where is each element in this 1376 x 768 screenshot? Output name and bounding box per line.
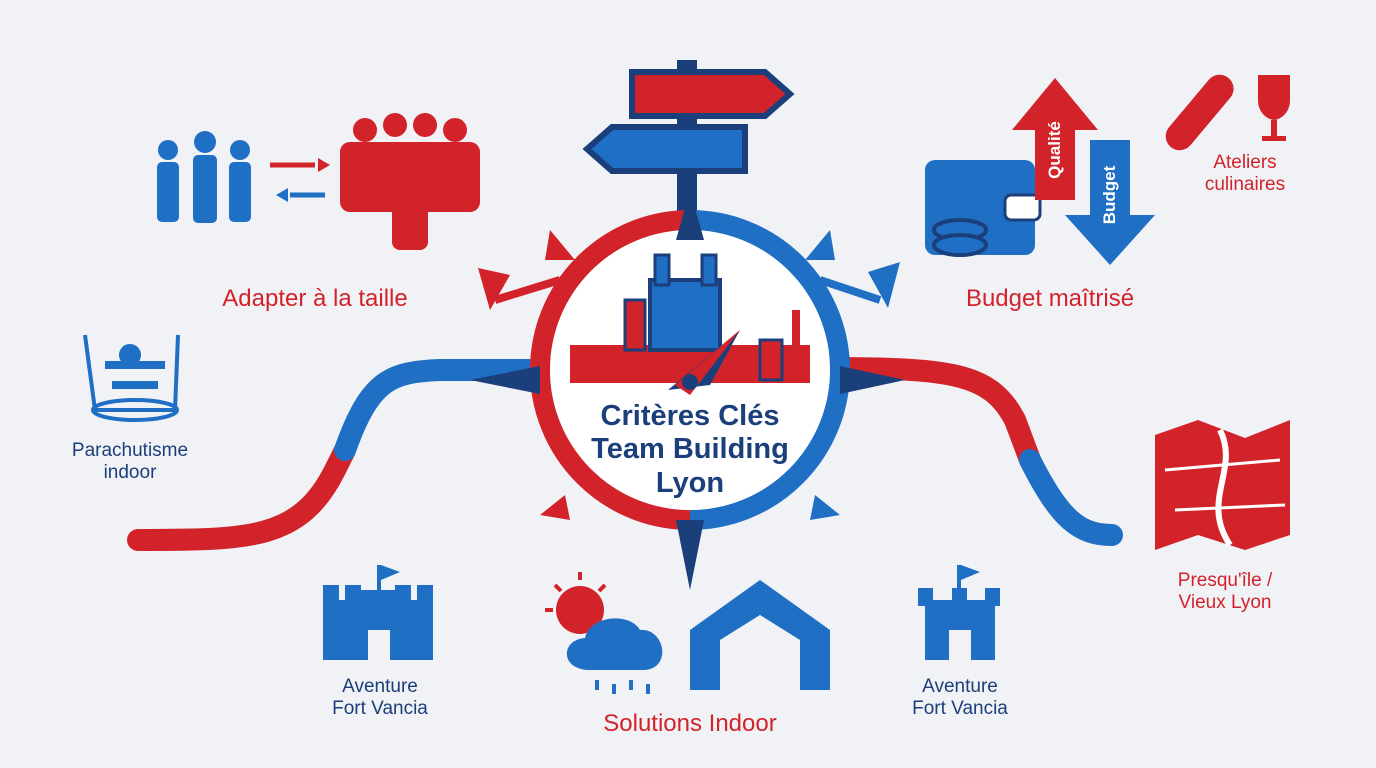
budget-wallet-icon [925, 160, 1042, 257]
center-title-line3: Lyon [655, 466, 725, 499]
label-ateliers-line2: culinaires [1204, 173, 1286, 195]
compass-star [470, 190, 905, 590]
signpost-icon [582, 60, 795, 230]
weather-icon [545, 572, 663, 694]
center-title: Critères Clés Team Building Lyon [570, 400, 810, 500]
svg-text:Budget: Budget [1100, 165, 1119, 224]
budget-down-arrow-icon: Budget [1065, 140, 1155, 265]
label-ateliers-line1: Ateliers [1213, 152, 1277, 173]
label-budget: Budget maîtrisé [965, 285, 1135, 312]
quality-up-arrow-icon: Qualité [1012, 78, 1098, 200]
label-solutions: Solutions Indoor [603, 710, 777, 737]
outward-arrows [478, 230, 900, 520]
label-fort-left-line2: Fort Vancia [332, 697, 428, 719]
lyon-skyline-icon [570, 253, 810, 395]
label-presquile: Presqu'île / Vieux Lyon [1140, 570, 1310, 614]
label-fort-right-line2: Fort Vancia [912, 697, 1008, 719]
label-ateliers: Ateliers culinaires [1170, 152, 1320, 196]
label-presquile-line2: Vieux Lyon [1178, 591, 1272, 613]
label-presquile-line1: Presqu'île / [1177, 570, 1273, 591]
left-road [127, 359, 571, 551]
castle-left-icon [323, 565, 433, 660]
label-adapter: Adapter à la taille [222, 285, 408, 312]
svg-text:Qualité: Qualité [1045, 121, 1064, 179]
label-parachutisme-line1: Parachutisme [71, 440, 189, 461]
label-fort-left-line1: Aventure [342, 676, 418, 697]
baguette-wine-icon [1165, 74, 1290, 151]
indoor-skydiving-icon [83, 334, 180, 422]
label-fort-right: Aventure Fort Vancia [880, 676, 1040, 720]
center-title-line2: Team Building [591, 433, 789, 466]
center-title-line1: Critères Clés [600, 400, 780, 432]
label-fort-left: Aventure Fort Vancia [300, 676, 460, 720]
label-parachutisme: Parachutisme indoor [40, 440, 220, 484]
people-group-icon [157, 113, 480, 250]
label-parachutisme-line2: indoor [103, 461, 157, 483]
lyon-map-icon [1155, 420, 1290, 550]
label-fort-right-line1: Aventure [922, 676, 998, 697]
castle-right-icon [918, 565, 1000, 660]
indoor-building-icon [690, 580, 830, 690]
compass-ring [530, 210, 850, 530]
right-road [809, 357, 1123, 546]
